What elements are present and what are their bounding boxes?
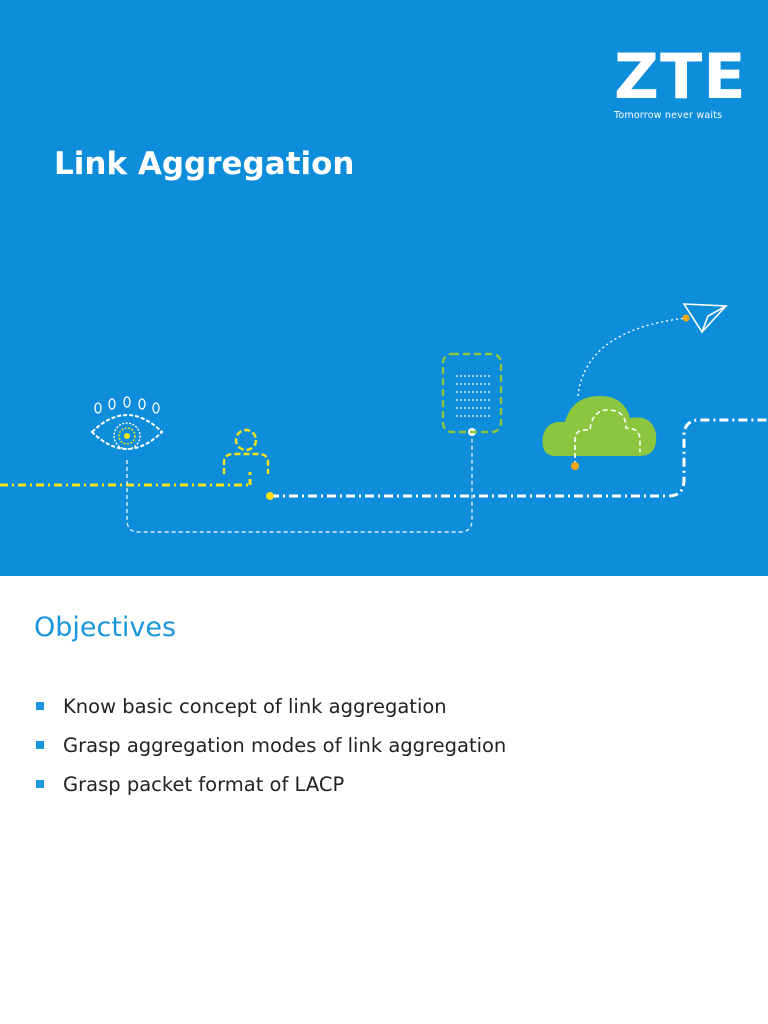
connector-line [126,432,473,533]
logo-tagline: Tomorrow never waits [614,110,723,121]
list-item: Grasp packet format of LACP [36,768,506,807]
network-illustration [0,303,768,533]
objective-text: Know basic concept of link aggregation [63,695,447,718]
list-item: Know basic concept of link aggregation [36,690,506,729]
objective-text: Grasp packet format of LACP [63,773,345,796]
paper-plane-icon [682,303,728,334]
person-icon [222,428,270,474]
yellow-path-line [0,472,252,487]
zte-logo: ZTE Tomorrow never waits [614,40,747,122]
bullet-square-icon [36,780,44,788]
node-dot [682,314,690,322]
network-path-line [270,418,768,498]
objectives-heading: Objectives [34,612,177,643]
cloud-icon [542,396,657,470]
list-item: Grasp aggregation modes of link aggregat… [36,729,506,768]
bullet-square-icon [36,702,44,710]
title-banner: ZTE Tomorrow never waits Link Aggregatio… [0,0,768,576]
objectives-list: Know basic concept of link aggregation G… [36,690,506,807]
slide-title: Link Aggregation [54,146,355,182]
document-icon [441,352,503,434]
bullet-square-icon [36,741,44,749]
flight-path-line [577,317,687,397]
logo-wordmark: ZTE [614,40,747,113]
objective-text: Grasp aggregation modes of link aggregat… [63,734,507,757]
node-dot [266,492,274,500]
eye-icon [90,396,164,450]
